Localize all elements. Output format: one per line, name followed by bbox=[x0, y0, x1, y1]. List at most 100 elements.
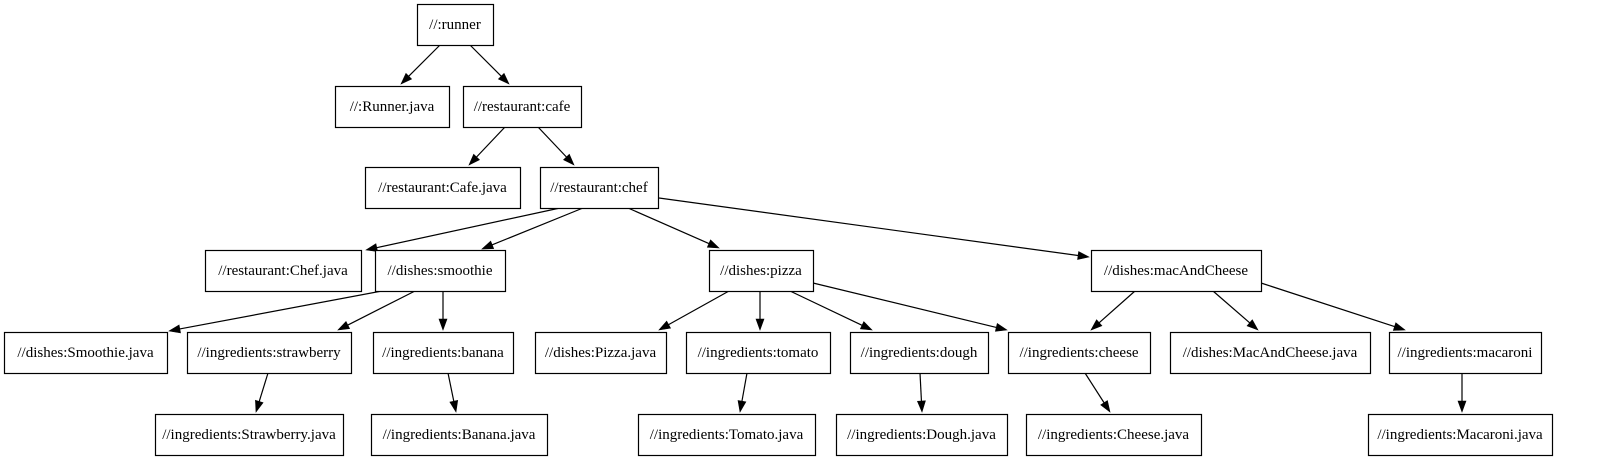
node-macandcheese_java[interactable]: //dishes:MacAndCheese.java bbox=[1169, 331, 1372, 375]
node-label: //dishes:MacAndCheese.java bbox=[1183, 345, 1358, 361]
edge-pizza-to-cheese bbox=[812, 282, 1008, 332]
node-box[interactable] bbox=[1025, 413, 1203, 457]
node-box[interactable] bbox=[154, 413, 345, 457]
node-label: //restaurant:Chef.java bbox=[218, 263, 348, 279]
node-pizza[interactable]: //dishes:pizza bbox=[708, 249, 815, 293]
edge-line bbox=[447, 372, 455, 402]
node-box[interactable] bbox=[708, 249, 815, 293]
node-box[interactable] bbox=[1090, 249, 1263, 293]
arrowhead-icon bbox=[1457, 400, 1467, 413]
node-box[interactable] bbox=[334, 85, 451, 129]
nodes-layer: //:runner //:Runner.java //restaurant:cafe… bbox=[3, 3, 1554, 457]
node-label: //ingredients:strawberry bbox=[197, 345, 341, 361]
edge-line bbox=[1212, 290, 1251, 324]
node-pizza_java[interactable]: //dishes:Pizza.java bbox=[534, 331, 668, 375]
edge-line bbox=[179, 290, 383, 330]
arrowhead-icon bbox=[1100, 400, 1111, 413]
arrowhead-icon bbox=[1090, 319, 1103, 331]
edge-macandcheese-to-macaroni bbox=[1260, 282, 1406, 331]
arrowhead-icon bbox=[737, 400, 747, 413]
node-smoothie[interactable]: //dishes:smoothie bbox=[374, 249, 507, 293]
edge-line bbox=[741, 372, 748, 402]
node-dough_java[interactable]: //ingredients:Dough.java bbox=[835, 413, 1009, 457]
node-macaroni[interactable]: //ingredients:macaroni bbox=[1388, 331, 1543, 375]
node-label: //ingredients:Macaroni.java bbox=[1377, 427, 1543, 443]
node-box[interactable] bbox=[534, 331, 668, 375]
node-cheese[interactable]: //ingredients:cheese bbox=[1007, 331, 1152, 375]
node-box[interactable] bbox=[3, 331, 169, 375]
node-tomato[interactable]: //ingredients:tomato bbox=[685, 331, 832, 375]
edge-pizza-to-tomato bbox=[755, 291, 765, 331]
arrowhead-icon bbox=[859, 321, 873, 331]
node-label: //ingredients:macaroni bbox=[1398, 345, 1533, 361]
node-cafe_java[interactable]: //restaurant:Cafe.java bbox=[364, 166, 522, 210]
node-runner_java[interactable]: //:Runner.java bbox=[334, 85, 451, 129]
arrowhead-icon bbox=[255, 399, 264, 413]
node-label: //ingredients:banana bbox=[382, 345, 504, 361]
edge-cafe-to-chef bbox=[537, 126, 575, 166]
node-strawberry[interactable]: //ingredients:strawberry bbox=[186, 331, 353, 375]
node-cafe[interactable]: //restaurant:cafe bbox=[462, 85, 583, 129]
node-label: //restaurant:chef bbox=[550, 180, 647, 196]
edge-pizza-to-dough bbox=[789, 290, 873, 331]
edge-line bbox=[258, 372, 269, 402]
node-box[interactable] bbox=[186, 331, 353, 375]
node-strawberry_java[interactable]: //ingredients:Strawberry.java bbox=[154, 413, 345, 457]
edge-smoothie-to-smoothie_java bbox=[168, 290, 383, 334]
node-box[interactable] bbox=[462, 85, 583, 129]
node-box[interactable] bbox=[416, 3, 495, 47]
arrowhead-icon bbox=[449, 400, 459, 413]
node-box[interactable] bbox=[1169, 331, 1372, 375]
arrowhead-icon bbox=[438, 318, 448, 331]
node-box[interactable] bbox=[204, 249, 363, 293]
node-macaroni_java[interactable]: //ingredients:Macaroni.java bbox=[1367, 413, 1554, 457]
node-chef[interactable]: //restaurant:chef bbox=[539, 166, 660, 210]
node-box[interactable] bbox=[849, 331, 990, 375]
edge-line bbox=[469, 44, 502, 77]
node-label: //ingredients:Banana.java bbox=[383, 427, 536, 443]
node-dough[interactable]: //ingredients:dough bbox=[849, 331, 990, 375]
node-box[interactable] bbox=[1367, 413, 1554, 457]
node-runner[interactable]: //:runner bbox=[416, 3, 495, 47]
node-label: //ingredients:Strawberry.java bbox=[162, 427, 336, 443]
node-label: //restaurant:Cafe.java bbox=[378, 180, 507, 196]
node-cheese_java[interactable]: //ingredients:Cheese.java bbox=[1025, 413, 1203, 457]
edge-line bbox=[1084, 372, 1105, 404]
node-banana_java[interactable]: //ingredients:Banana.java bbox=[370, 413, 549, 457]
edge-line bbox=[658, 197, 1079, 257]
node-banana[interactable]: //ingredients:banana bbox=[372, 331, 515, 375]
node-box[interactable] bbox=[637, 413, 817, 457]
node-label: //:Runner.java bbox=[350, 99, 435, 115]
arrowhead-icon bbox=[337, 320, 351, 331]
arrowhead-icon bbox=[563, 153, 575, 166]
node-label: //ingredients:dough bbox=[861, 345, 978, 361]
node-box[interactable] bbox=[1388, 331, 1543, 375]
node-box[interactable] bbox=[1007, 331, 1152, 375]
node-box[interactable] bbox=[370, 413, 549, 457]
node-tomato_java[interactable]: //ingredients:Tomato.java bbox=[637, 413, 817, 457]
node-box[interactable] bbox=[372, 331, 515, 375]
edge-line bbox=[789, 290, 863, 326]
node-label: //ingredients:Tomato.java bbox=[650, 427, 804, 443]
edge-line bbox=[537, 126, 567, 158]
node-label: //ingredients:Cheese.java bbox=[1038, 427, 1190, 443]
node-label: //dishes:pizza bbox=[720, 263, 802, 279]
node-box[interactable] bbox=[835, 413, 1009, 457]
node-box[interactable] bbox=[685, 331, 832, 375]
node-box[interactable] bbox=[539, 166, 660, 210]
node-label: //dishes:Pizza.java bbox=[545, 345, 657, 361]
arrowhead-icon bbox=[994, 323, 1008, 332]
edges-layer bbox=[168, 44, 1467, 413]
node-label: //ingredients:tomato bbox=[698, 345, 819, 361]
edge-smoothie-to-banana bbox=[438, 291, 448, 331]
edge-line bbox=[476, 126, 506, 158]
node-smoothie_java[interactable]: //dishes:Smoothie.java bbox=[3, 331, 169, 375]
node-label: //dishes:smoothie bbox=[388, 263, 493, 279]
node-chef_java[interactable]: //restaurant:Chef.java bbox=[204, 249, 363, 293]
edge-dough-to-dough_java bbox=[916, 372, 926, 413]
node-box[interactable] bbox=[364, 166, 522, 210]
edge-chef-to-pizza bbox=[627, 207, 720, 249]
node-box[interactable] bbox=[374, 249, 507, 293]
arrowhead-icon bbox=[706, 239, 720, 249]
node-macandcheese[interactable]: //dishes:macAndCheese bbox=[1090, 249, 1263, 293]
